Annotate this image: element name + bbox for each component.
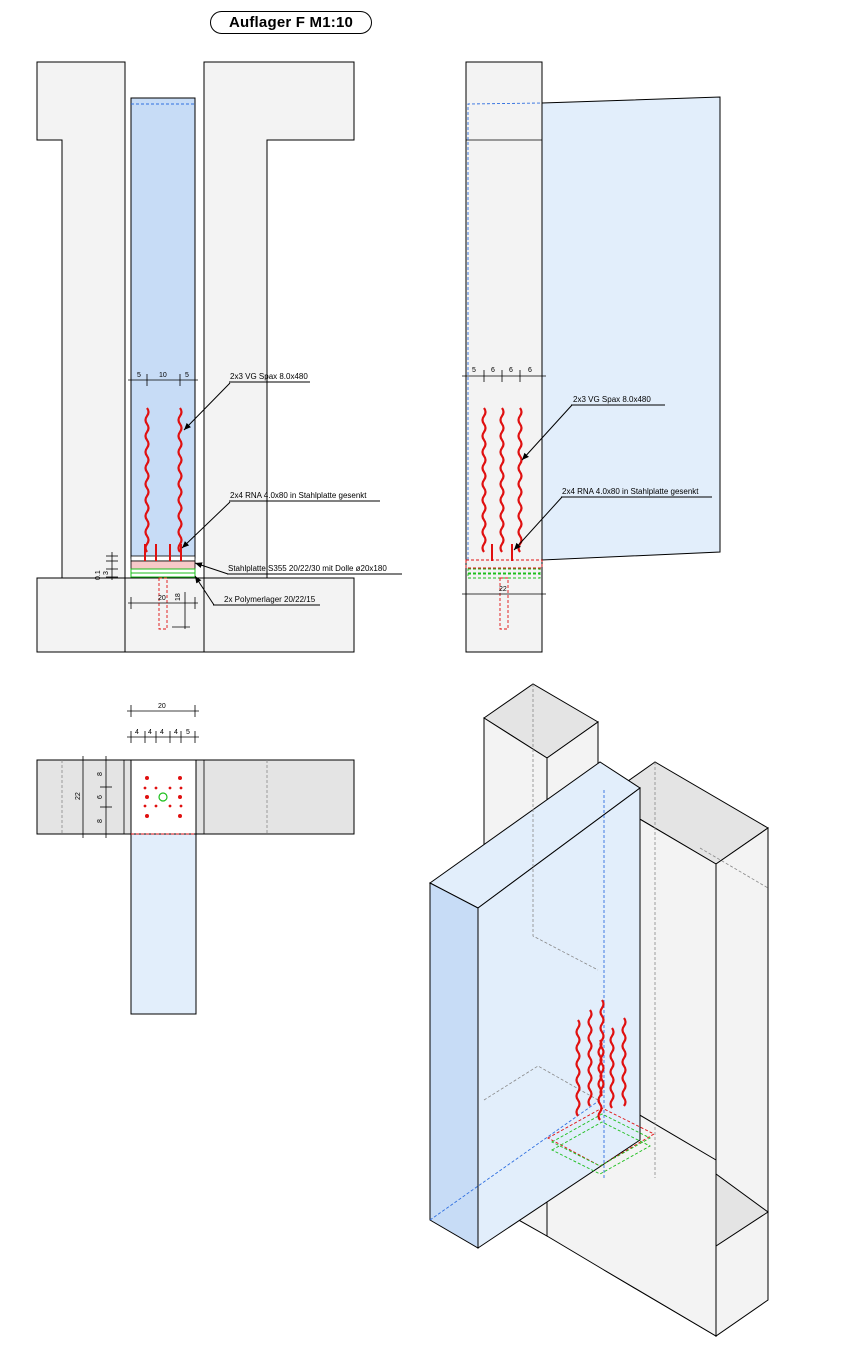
side-dim-width: 22	[499, 586, 507, 593]
iso-steel-plate	[547, 1107, 655, 1167]
side-dim-3: 6	[509, 367, 513, 374]
front-dim-top	[128, 374, 198, 386]
front-label-bearing: 2x Polymerlager 20/22/15	[224, 595, 316, 604]
front-steel-plate	[130, 560, 196, 570]
plan-dowel	[158, 792, 168, 802]
plan-view: 20 4 4 4 4 5 22 8 6 8	[36, 703, 355, 1015]
front-dim-1: 5	[137, 372, 141, 379]
plan-timber-beam	[130, 833, 197, 1015]
front-bearing-1	[130, 568, 196, 574]
drawing-title: Auflager F M1:10	[210, 11, 372, 34]
side-elevation-view: 5 6 6 6 22 2x3 VG Spax 8.0x480 2x4 RNA 4…	[462, 61, 721, 653]
front-dim-dowel: 18	[175, 593, 182, 601]
plan-dim-width: 20	[158, 703, 166, 710]
plan-dim-v2: 6	[97, 795, 104, 799]
front-timber-beam	[130, 97, 196, 559]
side-label-screws: 2x3 VG Spax 8.0x480	[573, 395, 651, 404]
side-screw-2	[499, 407, 505, 553]
iso-timber-front	[477, 787, 641, 1249]
side-dim-2: 6	[491, 367, 495, 374]
drawing-title-text: Auflager F M1:10	[228, 14, 354, 31]
plan-dim-4: 4	[174, 729, 178, 736]
front-gap	[130, 555, 196, 562]
front-dim-bottom	[128, 592, 198, 629]
front-dim-3: 5	[185, 372, 189, 379]
iso-timber-side	[429, 882, 479, 1249]
plan-dim-1: 4	[135, 729, 139, 736]
side-dim-1: 5	[472, 367, 476, 374]
front-dim-vert-1: 0.1	[95, 570, 102, 580]
front-nails	[144, 544, 182, 561]
front-screw-1	[144, 407, 150, 553]
side-dim-4: 6	[528, 367, 532, 374]
side-concrete-column	[465, 61, 543, 653]
plan-fasteners	[143, 776, 183, 818]
side-label-nails: 2x4 RNA 4.0x80 in Stahlplatte gesenkt	[562, 487, 699, 496]
front-screw-2	[177, 407, 183, 553]
front-dim-width: 20	[158, 595, 166, 602]
front-dim-vertical	[106, 552, 118, 580]
front-elevation-view: 5 10 5 20 18 0.1 3 2x3 VG Spax 8.0x480 2…	[36, 61, 402, 653]
plan-dim-2: 4	[148, 729, 152, 736]
plan-dim-depth: 22	[75, 792, 82, 800]
plan-dim-v1: 8	[97, 772, 104, 776]
front-label-nails: 2x4 RNA 4.0x80 in Stahlplatte gesenkt	[230, 491, 367, 500]
side-dowel	[499, 577, 509, 630]
isometric-view	[429, 683, 769, 1337]
iso-screws	[575, 999, 627, 1121]
front-concrete-base-center	[124, 577, 205, 653]
front-dim-2: 10	[159, 372, 167, 379]
front-label-screws: 2x3 VG Spax 8.0x480	[230, 372, 308, 381]
side-screw-1	[481, 407, 487, 553]
front-label-plate: Stahlplatte S355 20/22/30 mit Dolle ø20x…	[228, 564, 387, 573]
plan-dim-5: 5	[186, 729, 190, 736]
front-dowel	[158, 577, 168, 630]
front-dim-vert-2: 3	[103, 571, 110, 575]
side-screw-3	[517, 407, 523, 553]
front-bearing-2	[130, 572, 196, 578]
front-concrete-base	[36, 577, 126, 653]
plan-steel-plate	[130, 759, 197, 835]
plan-dim-3: 4	[160, 729, 164, 736]
plan-dim-v3: 8	[97, 819, 104, 823]
